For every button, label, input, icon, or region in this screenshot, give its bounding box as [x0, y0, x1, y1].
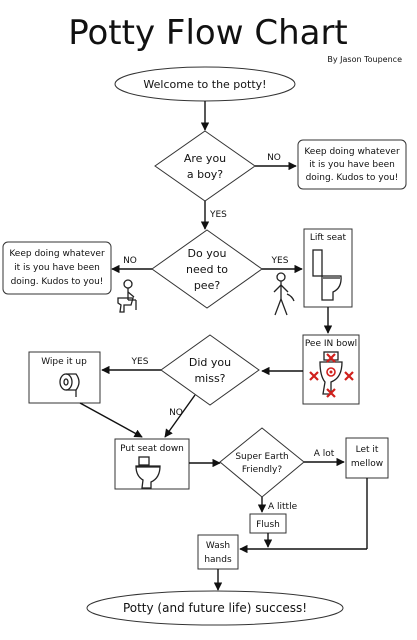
miss-line-2: miss? — [194, 372, 225, 385]
pee-in-bowl-box: Pee IN bowl — [302, 334, 360, 405]
edge-label-pee-no: NO — [123, 256, 137, 266]
boy-line-2: a boy? — [187, 168, 223, 181]
flush-label: Flush — [256, 520, 280, 530]
earth-line-1: Super Earth — [235, 452, 288, 462]
wash-line-1: Wash — [206, 541, 230, 551]
edge-label-boy-no: NO — [267, 153, 281, 163]
keep-right-line-1: Keep doing whatever — [304, 147, 400, 157]
pee-in-bowl-label: Pee IN bowl — [305, 339, 357, 349]
keep-doing-right-box: Keep doing whatever it is you have been … — [297, 139, 407, 190]
decision-need-to-pee: Do you need to pee? — [151, 229, 263, 309]
stick-figure-standing-icon — [273, 272, 295, 316]
edge-label-pee-yes: YES — [271, 256, 289, 266]
start-node: Welcome to the potty! — [114, 66, 296, 102]
arrow-wipe-to-seat — [79, 402, 143, 438]
byline: By Jason Toupence — [327, 55, 402, 64]
keep-right-line-2: it is you have been — [309, 160, 395, 170]
pee-line-2: need to — [186, 263, 228, 276]
flush-box: Flush — [249, 513, 287, 534]
wash-hands-box: Wash hands — [197, 534, 239, 570]
miss-marks-icon — [309, 353, 354, 398]
edge-label-a-lot: A lot — [314, 449, 335, 459]
stick-figure-sitting-on-toilet-icon — [117, 279, 137, 313]
edge-label-miss-yes: YES — [131, 357, 149, 367]
pee-line-3: pee? — [194, 279, 221, 292]
put-seat-down-label: Put seat down — [120, 444, 184, 454]
keep-right-line-3: doing. Kudos to you! — [306, 173, 399, 183]
wipe-it-up-box: Wipe it up — [28, 351, 101, 404]
keep-doing-left-box: Keep doing whatever it is you have been … — [2, 241, 112, 295]
chart-title: Potty Flow Chart — [68, 13, 348, 53]
arrow-miss-no — [164, 394, 196, 438]
edge-label-boy-yes: YES — [209, 210, 227, 220]
miss-line-1: Did you — [189, 356, 231, 369]
lift-seat-box: Lift seat — [303, 228, 353, 308]
lift-seat-label: Lift seat — [310, 233, 347, 243]
decision-did-you-miss: Did you miss? — [160, 334, 260, 406]
keep-left-line-2: it is you have been — [14, 263, 100, 273]
keep-left-line-3: doing. Kudos to you! — [11, 277, 104, 287]
wash-line-2: hands — [204, 555, 232, 565]
earth-line-2: Friendly? — [242, 465, 283, 475]
wipe-it-up-label: Wipe it up — [41, 357, 87, 367]
mellow-line-1: Let it — [356, 445, 379, 455]
keep-left-line-1: Keep doing whatever — [9, 249, 105, 259]
edge-label-a-little: A little — [268, 502, 298, 512]
let-it-mellow-box: Let it mellow — [345, 437, 389, 479]
edge-label-miss-no: NO — [169, 408, 183, 418]
start-label: Welcome to the potty! — [143, 78, 266, 91]
end-label: Potty (and future life) success! — [123, 601, 307, 615]
decision-super-earth-friendly: Super Earth Friendly? — [219, 427, 305, 498]
toilet-seat-down-icon — [135, 456, 161, 489]
decision-are-you-boy: Are you a boy? — [154, 130, 256, 202]
end-node: Potty (and future life) success! — [86, 590, 344, 626]
put-seat-down-box: Put seat down — [114, 438, 190, 490]
mellow-line-2: mellow — [351, 459, 383, 469]
toilet-paper-roll-icon — [59, 373, 80, 397]
toilet-seat-up-icon — [312, 249, 342, 301]
pee-line-1: Do you — [188, 247, 227, 260]
boy-line-1: Are you — [184, 152, 226, 165]
